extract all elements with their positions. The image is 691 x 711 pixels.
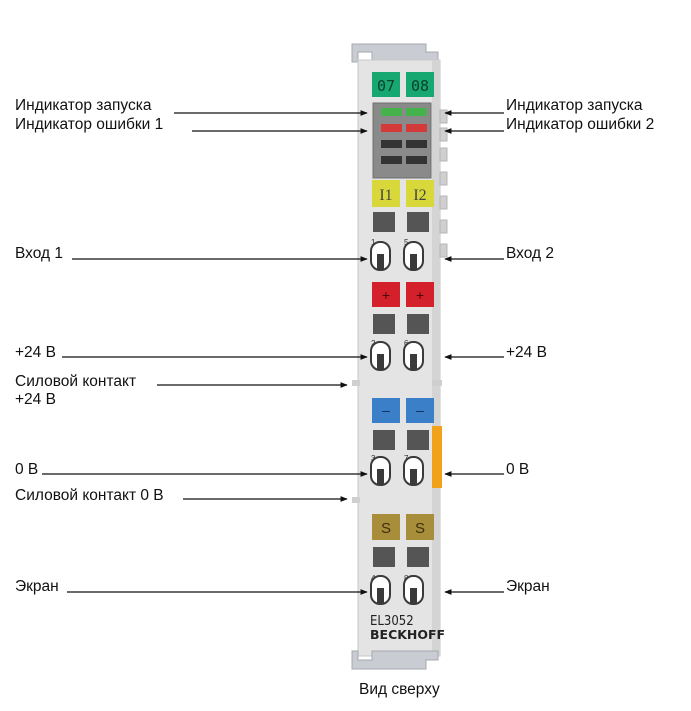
orange-release-clip bbox=[432, 426, 442, 488]
tab-s-left bbox=[372, 514, 400, 540]
terminal-number-5: 5 bbox=[404, 238, 409, 247]
tab-i1 bbox=[372, 180, 400, 207]
error-led-1 bbox=[381, 124, 402, 132]
tab-minus-left bbox=[372, 398, 400, 423]
caption-top-view: Вид сверху bbox=[359, 681, 440, 698]
label-error-led-2: Индикатор ошибки 2 bbox=[506, 116, 655, 133]
minus-tabs: – – bbox=[372, 398, 434, 423]
tab-i1-label: I1 bbox=[379, 187, 392, 204]
label-input-1: Вход 1 bbox=[15, 245, 63, 262]
model-number: EL3052 bbox=[370, 614, 414, 629]
tab-plus-right-label: + bbox=[416, 287, 424, 303]
run-led-1 bbox=[381, 108, 402, 116]
top-mounting-clip bbox=[351, 43, 439, 63]
housing-side-strip bbox=[432, 60, 440, 656]
shield-tabs: S S bbox=[372, 514, 434, 540]
label-input-2: Вход 2 bbox=[506, 245, 554, 262]
terminal-row-4: 4 8 bbox=[370, 547, 429, 605]
label-shield-left: Экран bbox=[15, 578, 59, 595]
plus-tabs: + + bbox=[372, 282, 434, 307]
tab-08-label: 08 bbox=[411, 77, 429, 95]
tab-minus-left-label: – bbox=[382, 402, 390, 418]
callout-lines-right bbox=[444, 110, 504, 595]
tab-s-right bbox=[406, 514, 434, 540]
brand-logo: BECKHOFF bbox=[370, 627, 445, 642]
tab-plus-left bbox=[372, 282, 400, 307]
channel-tabs-top: 07 08 bbox=[372, 72, 434, 97]
power-contact-0v-notch bbox=[352, 497, 360, 503]
terminal-row-1: 1 5 bbox=[370, 212, 429, 271]
tab-i2-label: I2 bbox=[413, 187, 426, 204]
callout-lines-left bbox=[42, 110, 368, 595]
label-run-led-right: Индикатор запуска bbox=[506, 97, 643, 114]
tab-minus-right-label: – bbox=[416, 402, 424, 418]
side-contacts bbox=[439, 109, 448, 258]
label-power-contact: Силовой контакт bbox=[15, 373, 137, 390]
input-tabs: I1 I2 bbox=[372, 180, 434, 207]
led-panel bbox=[372, 102, 432, 179]
label-error-led-1: Индикатор ошибки 1 bbox=[15, 116, 164, 133]
tab-plus-right bbox=[406, 282, 434, 307]
label-shield-right: Экран bbox=[506, 578, 550, 595]
bottom-mounting-clip bbox=[351, 650, 439, 670]
terminal-row-3: 3 7 bbox=[370, 430, 429, 486]
tab-plus-left-label: + bbox=[382, 287, 390, 303]
tab-07-label: 07 bbox=[377, 77, 395, 95]
terminal-row-2: 2 6 bbox=[370, 314, 429, 371]
label-24v-right: +24 В bbox=[506, 344, 547, 361]
label-24v-left: +24 В bbox=[15, 344, 56, 361]
error-led-2 bbox=[406, 124, 427, 132]
label-power-contact-24v: +24 В bbox=[15, 391, 56, 408]
tab-i2 bbox=[406, 180, 434, 207]
tab-07 bbox=[372, 72, 400, 97]
tab-s-right-label: S bbox=[415, 520, 425, 537]
tab-08 bbox=[406, 72, 434, 97]
power-contact-notch bbox=[352, 380, 442, 386]
run-led-2 bbox=[406, 108, 427, 116]
label-0v-left: 0 В bbox=[15, 461, 39, 478]
tab-s-left-label: S bbox=[381, 520, 391, 537]
label-0v-right: 0 В bbox=[506, 461, 530, 478]
terminal-number-1: 1 bbox=[371, 238, 376, 247]
tab-minus-right bbox=[406, 398, 434, 423]
label-run-led-left: Индикатор запуска bbox=[15, 97, 152, 114]
label-power-contact-0v: Силовой контакт 0 В bbox=[15, 487, 164, 504]
